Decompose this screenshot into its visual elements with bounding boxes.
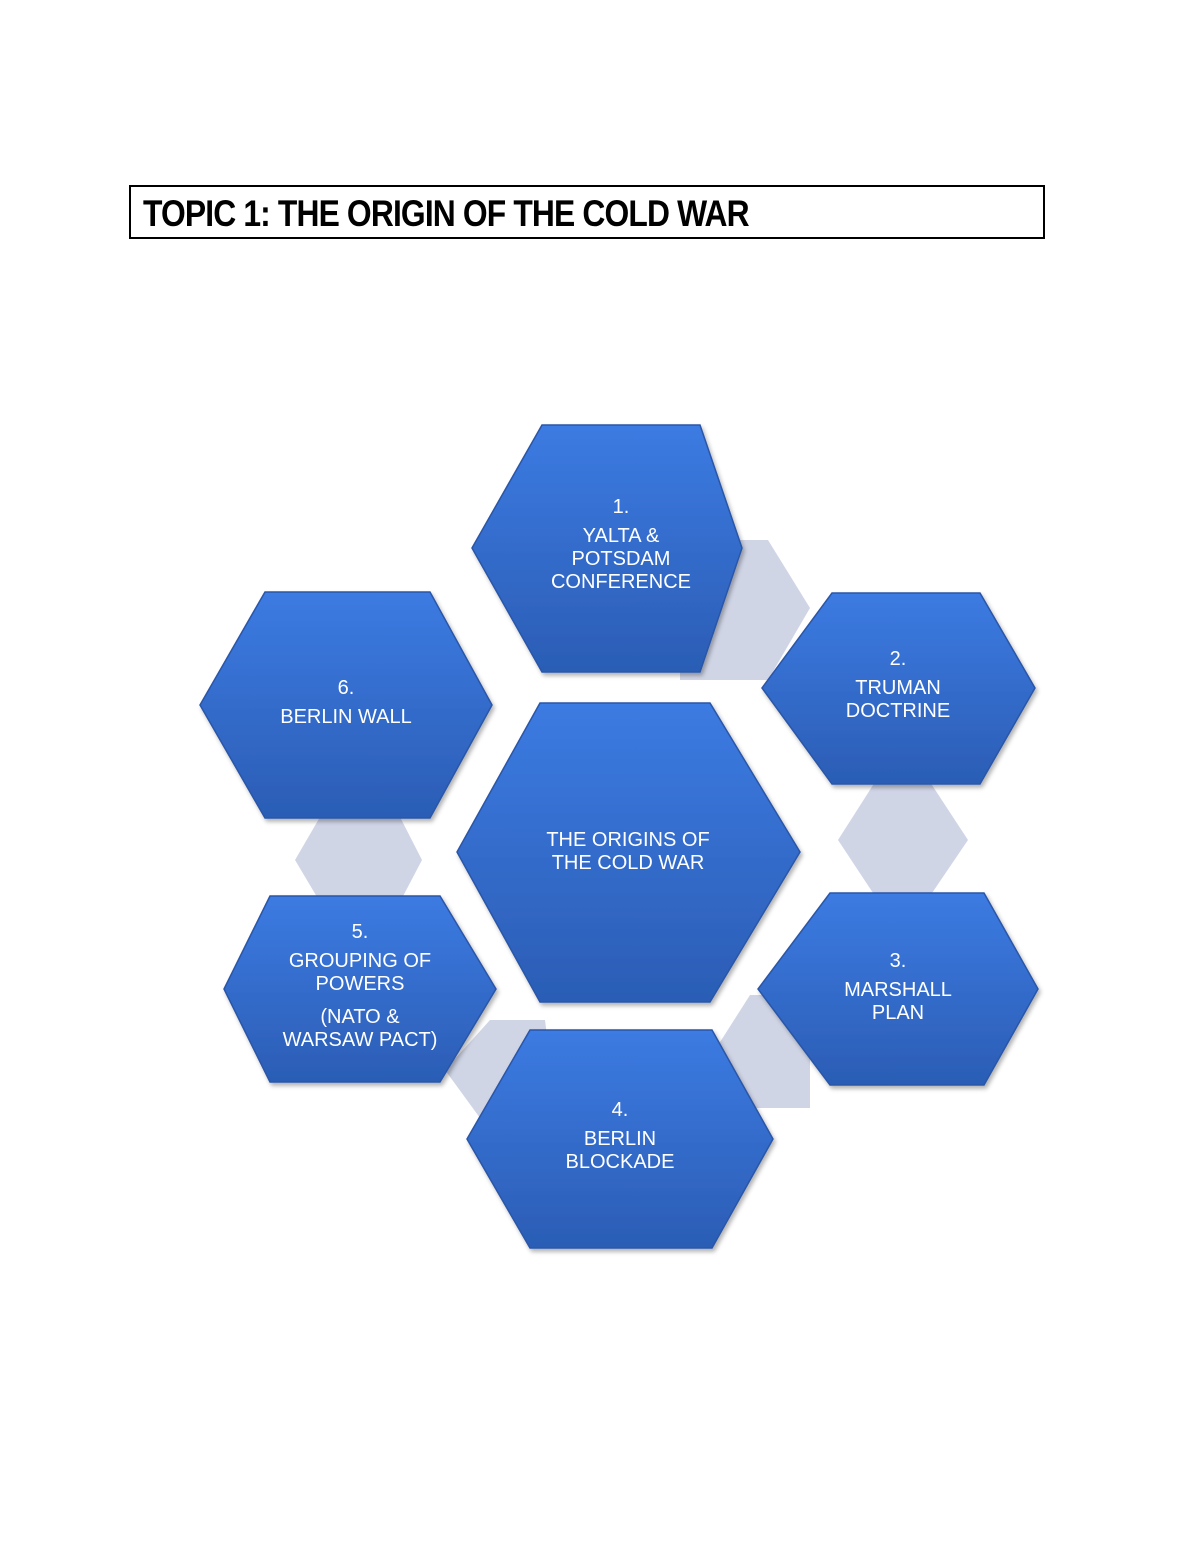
label-line: BERLIN WALL — [280, 706, 412, 728]
hexagon-4-label: 4. BERLIN BLOCKADE — [566, 1099, 675, 1174]
label-line: CONFERENCE — [550, 571, 692, 593]
label-line: TRUMAN — [855, 677, 941, 699]
label-line: THE COLD WAR — [551, 852, 705, 874]
label-line: BERLIN — [583, 1128, 657, 1150]
label-line: WARSAW PACT) — [282, 1029, 438, 1051]
label-line: POWERS — [315, 973, 405, 995]
label-line: PLAN — [871, 1002, 925, 1024]
hexagon-3 — [757, 892, 1039, 1086]
item-number: 3. — [889, 950, 907, 972]
label-line: GROUPING OF — [288, 950, 432, 972]
hexagon-2 — [761, 592, 1036, 785]
label-line: POTSDAM — [571, 548, 671, 570]
item-number: 5. — [351, 921, 369, 943]
label-line: BLOCKADE — [565, 1151, 675, 1173]
hexagon-6 — [199, 591, 493, 819]
connector-2-3 — [838, 782, 968, 896]
connector-5-6 — [295, 817, 422, 902]
label-line: (NATO & — [320, 1006, 400, 1028]
topic-title-box: TOPIC 1: THE ORIGIN OF THE COLD WAR — [129, 185, 1045, 239]
label-line: DOCTRINE — [845, 700, 951, 722]
label-line: THE ORIGINS OF — [546, 829, 710, 851]
label-line: YALTA & — [582, 525, 660, 547]
item-number: 6. — [337, 677, 355, 699]
label-line: MARSHALL — [844, 979, 952, 1001]
hexagon-4 — [466, 1029, 774, 1249]
hexagon-6-label: 6. BERLIN WALL — [280, 677, 412, 729]
item-number: 1. — [612, 496, 630, 518]
hexagon-1 — [471, 424, 743, 673]
item-number: 4. — [611, 1099, 629, 1121]
center-label: THE ORIGINS OF THE COLD WAR — [546, 829, 709, 875]
hexagon-3-label: 3. MARSHALL PLAN — [844, 950, 952, 1025]
hexagon-2-label: 2. TRUMAN DOCTRINE — [846, 648, 950, 723]
hexagon-5-label: 5. GROUPING OF POWERS (NATO & WARSAW PAC… — [283, 921, 438, 1052]
hexagon-5 — [223, 895, 497, 1083]
hexagon-1-label: 1. YALTA & POTSDAM CONFERENCE — [551, 496, 691, 594]
hexagon-center — [456, 702, 801, 1003]
item-number: 2. — [889, 648, 907, 670]
topic-title: TOPIC 1: THE ORIGIN OF THE COLD WAR — [143, 193, 750, 234]
